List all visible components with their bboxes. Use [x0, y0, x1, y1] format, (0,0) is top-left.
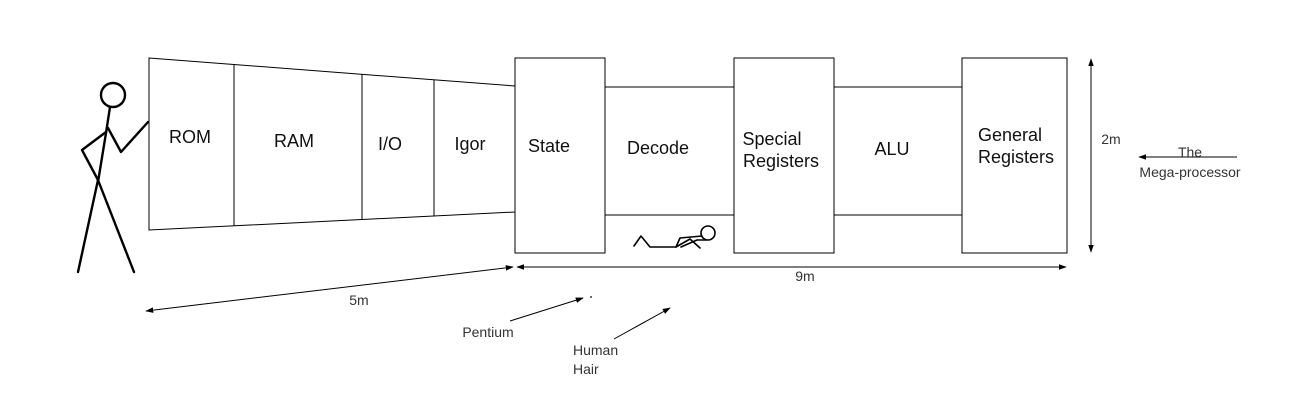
alu-label: ALU: [874, 139, 909, 159]
human-hair-label-line1: Human: [573, 342, 618, 358]
megaprocessor-label-line1: The: [1178, 144, 1202, 160]
special-registers-label-line1: Special: [742, 129, 801, 149]
reclining-person-icon: [633, 225, 716, 249]
human-hair-pointer-arrow: [613, 307, 671, 340]
rom-label: ROM: [169, 127, 211, 147]
processor-length-label: 9m: [795, 268, 814, 284]
processor-section: [514, 57, 1068, 254]
standing-person-icon: [76, 81, 150, 274]
general-registers-label-line1: General: [978, 125, 1042, 145]
pentium-dot: [590, 296, 592, 298]
igor-label: Igor: [454, 134, 485, 154]
pentium-label: Pentium: [462, 324, 513, 340]
ram-label: RAM: [274, 131, 314, 151]
human-hair-label-line2: Hair: [573, 361, 599, 377]
memory-length-arrow: [145, 265, 514, 313]
memory-length-label: 5m: [349, 292, 368, 308]
megaprocessor-label-line2: Mega-processor: [1139, 164, 1240, 180]
pentium-pointer-arrow: [509, 297, 584, 322]
general-registers-box: [961, 57, 1068, 254]
general-registers-label-line2: Registers: [978, 147, 1054, 167]
special-registers-label-line2: Registers: [743, 151, 819, 171]
height-label: 2m: [1101, 131, 1120, 147]
io-label: I/O: [378, 134, 402, 154]
state-label: State: [528, 136, 570, 156]
decode-label: Decode: [627, 138, 689, 158]
